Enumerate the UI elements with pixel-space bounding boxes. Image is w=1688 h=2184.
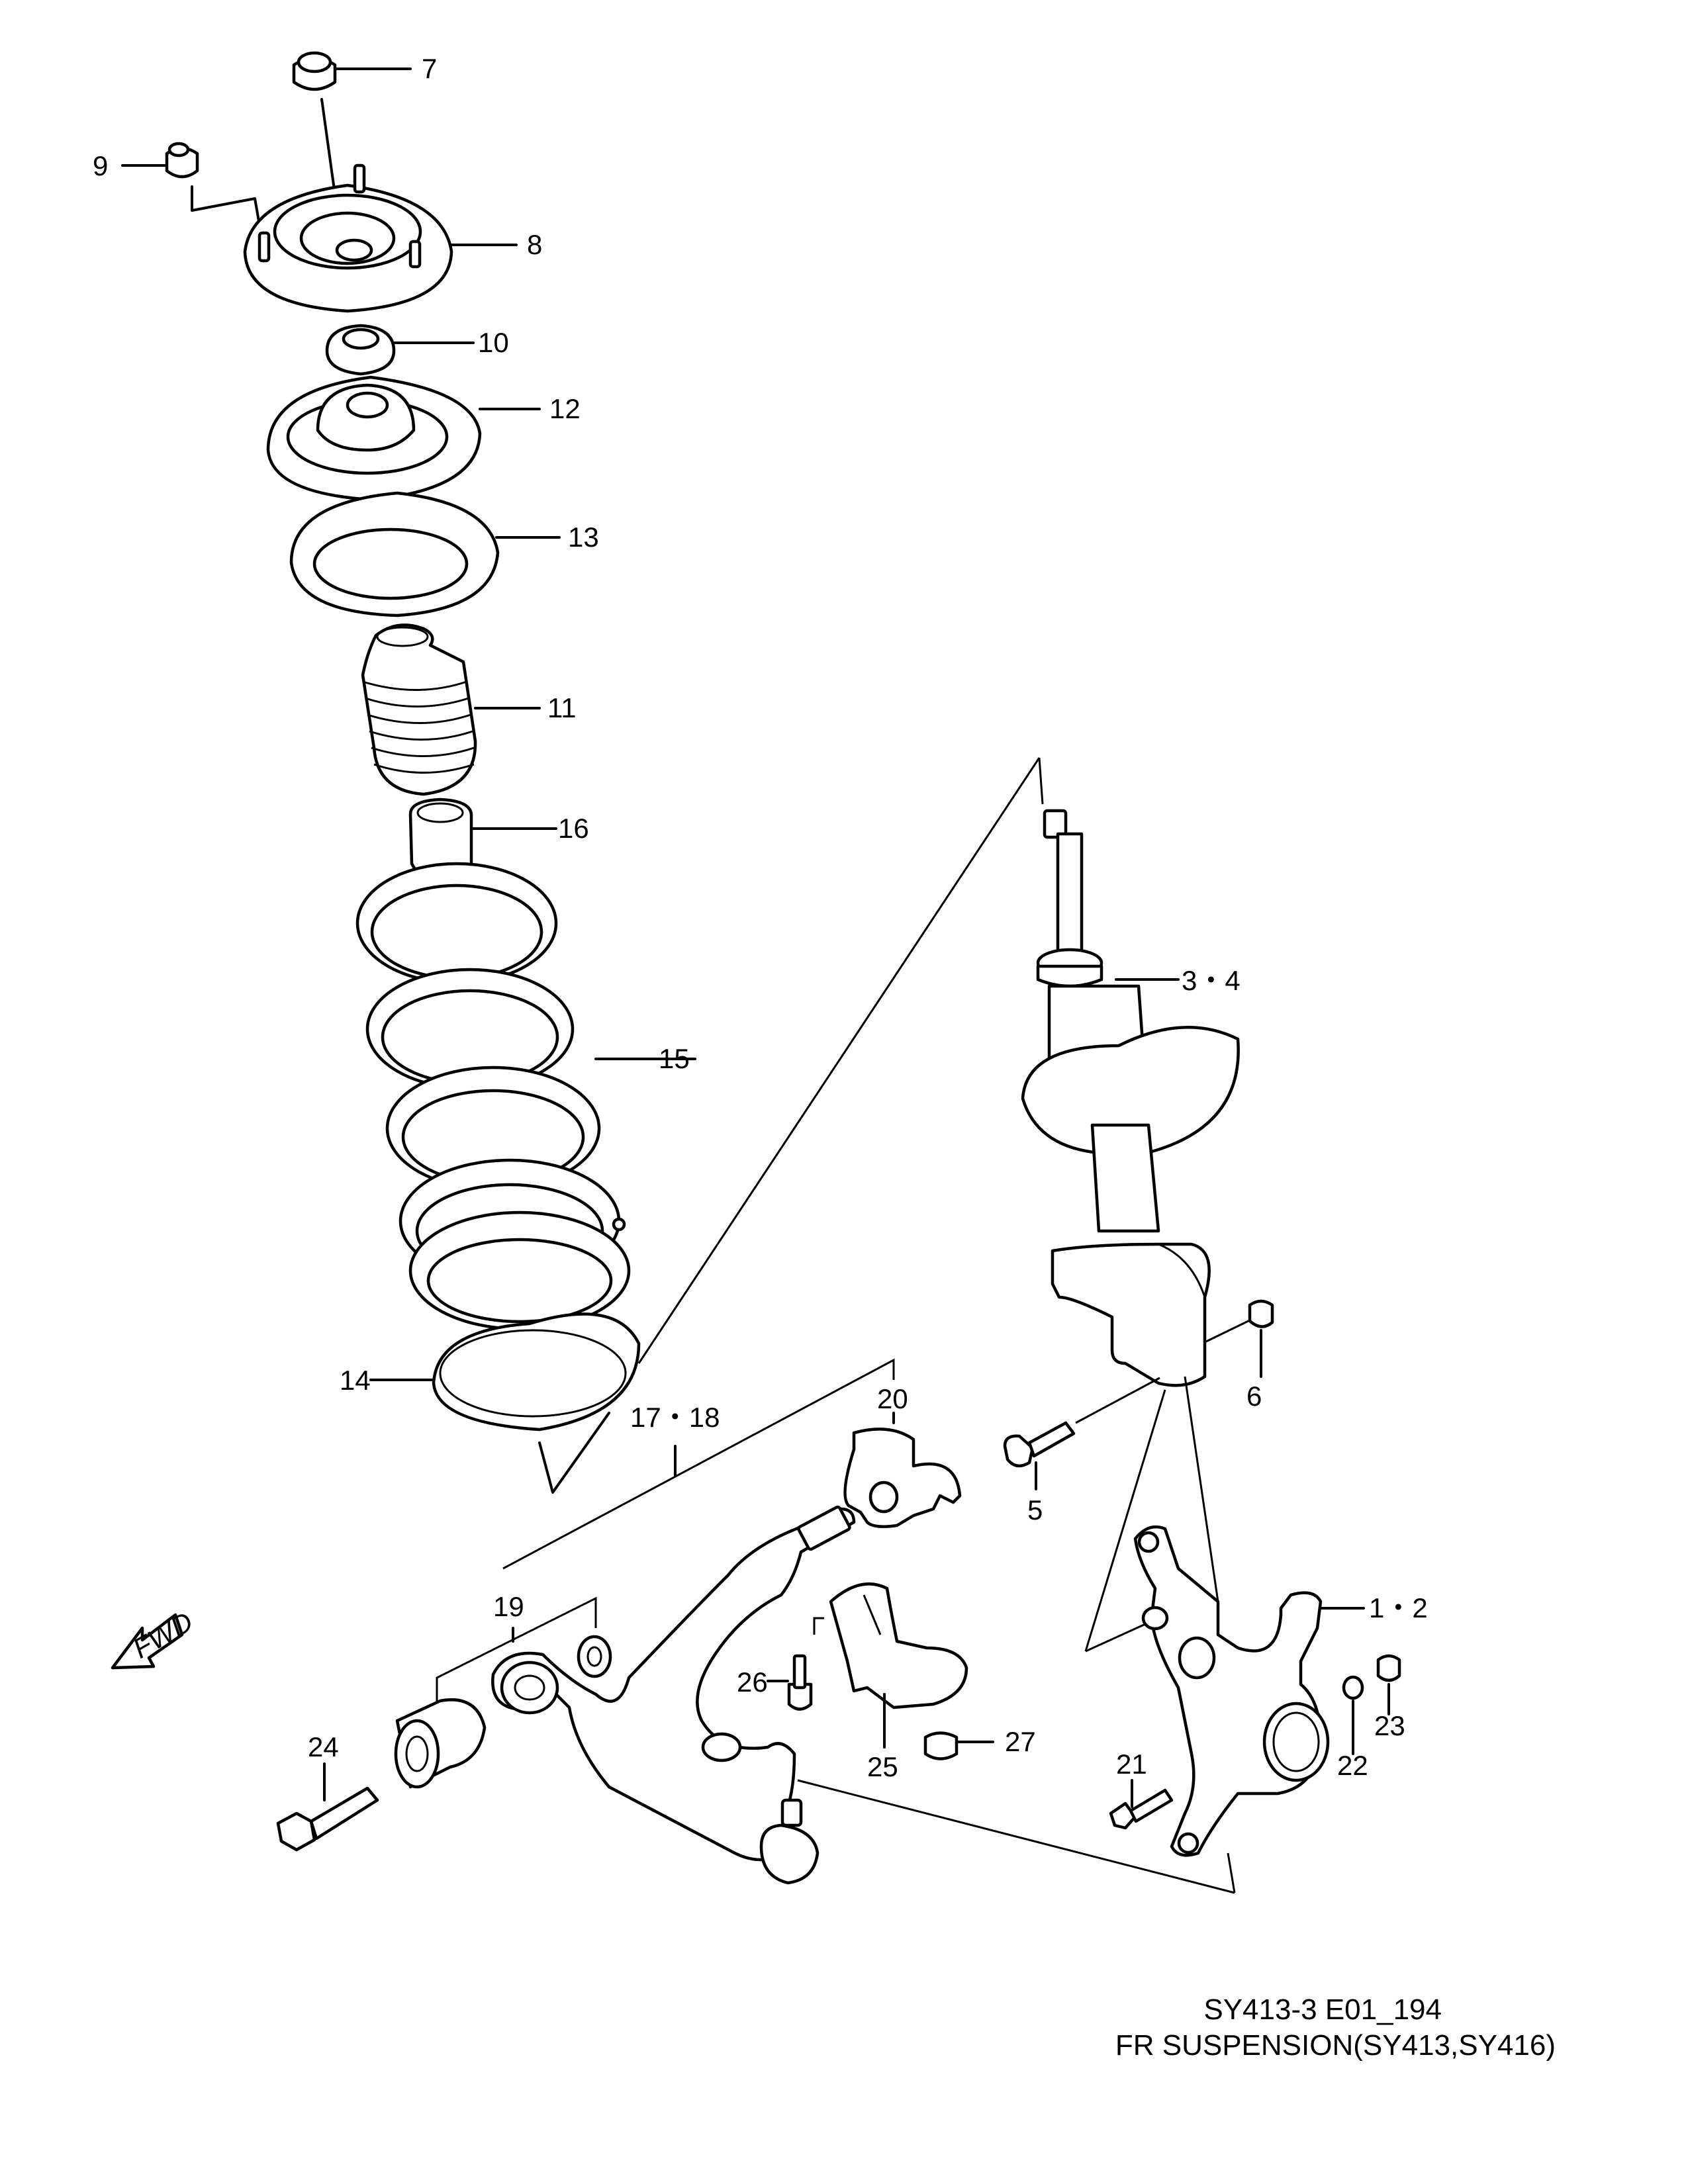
fwd-label: FWD <box>128 1606 198 1664</box>
part-24-bolt <box>276 1762 379 1852</box>
callout-11: 11 <box>547 692 577 723</box>
part-14-lower-insulator <box>369 1312 641 1494</box>
callout-labels: 7 9 8 10 12 13 11 16 15 14 3・4 6 5 20 17… <box>93 53 1428 1782</box>
callout-21: 21 <box>1116 1749 1147 1780</box>
group-line-strut <box>637 757 1041 1364</box>
part-19-bushing <box>394 1635 612 1789</box>
part-5-bolt <box>1003 1377 1160 1490</box>
callout-24: 24 <box>308 1731 339 1762</box>
part-22-washer <box>1342 1675 1364 1755</box>
callout-13: 13 <box>568 522 599 553</box>
part-9-nut <box>121 142 261 226</box>
part-8-strut-mount <box>243 163 518 313</box>
part-10-bushing <box>325 324 475 376</box>
callout-17-18: 17・18 <box>630 1402 720 1433</box>
callout-14: 14 <box>340 1365 371 1396</box>
callout-23: 23 <box>1374 1710 1405 1741</box>
callout-8: 8 <box>527 229 542 260</box>
part-11-dust-boot <box>361 623 541 796</box>
callout-12: 12 <box>549 393 581 424</box>
part-15-coil-spring <box>355 862 696 1331</box>
callout-16: 16 <box>558 813 589 844</box>
part-3-4-strut-assembly <box>1021 809 1240 1387</box>
callout-20: 20 <box>877 1383 908 1414</box>
part-23-nut <box>1376 1654 1401 1715</box>
fwd-arrow-icon: FWD <box>111 1606 198 1670</box>
part-13-spring-insulator <box>289 491 561 617</box>
group-bracket-19 <box>436 1596 597 1721</box>
callout-22: 22 <box>1337 1750 1368 1781</box>
part-26-bolt <box>767 1654 813 1711</box>
callout-3-4: 3・4 <box>1182 965 1241 996</box>
diagram-code: SY413-3 E01_194 <box>1203 1993 1442 2026</box>
callout-19: 19 <box>493 1591 524 1622</box>
part-12-spring-seat-upper <box>266 375 541 502</box>
callout-1-2: 1・2 <box>1369 1592 1428 1623</box>
callout-15: 15 <box>659 1043 690 1074</box>
part-20-bushing <box>843 1412 962 1528</box>
group-bracket-17-18 <box>502 1358 895 1570</box>
callout-27: 27 <box>1005 1726 1036 1757</box>
part-6-nut <box>1204 1299 1274 1378</box>
callout-5: 5 <box>1027 1494 1043 1525</box>
part-25-stabilizer-bracket <box>813 1582 968 1749</box>
callout-26: 26 <box>737 1666 768 1698</box>
callout-7: 7 <box>422 53 437 84</box>
part-27-nut <box>923 1731 994 1760</box>
callout-25: 25 <box>867 1751 898 1782</box>
diagram-title: FR SUSPENSION(SY413,SY416) <box>1115 2029 1556 2062</box>
part-1-2-steering-knuckle <box>1133 1525 1365 1857</box>
group-line-knuckle <box>1084 1389 1166 1652</box>
callout-10: 10 <box>478 327 509 358</box>
part-7-nut <box>292 51 412 253</box>
callout-9: 9 <box>93 150 108 181</box>
callout-6: 6 <box>1246 1381 1262 1412</box>
part-17-18-lower-control-arm <box>491 1505 1236 1894</box>
part-21-bolt <box>1109 1779 1174 1830</box>
